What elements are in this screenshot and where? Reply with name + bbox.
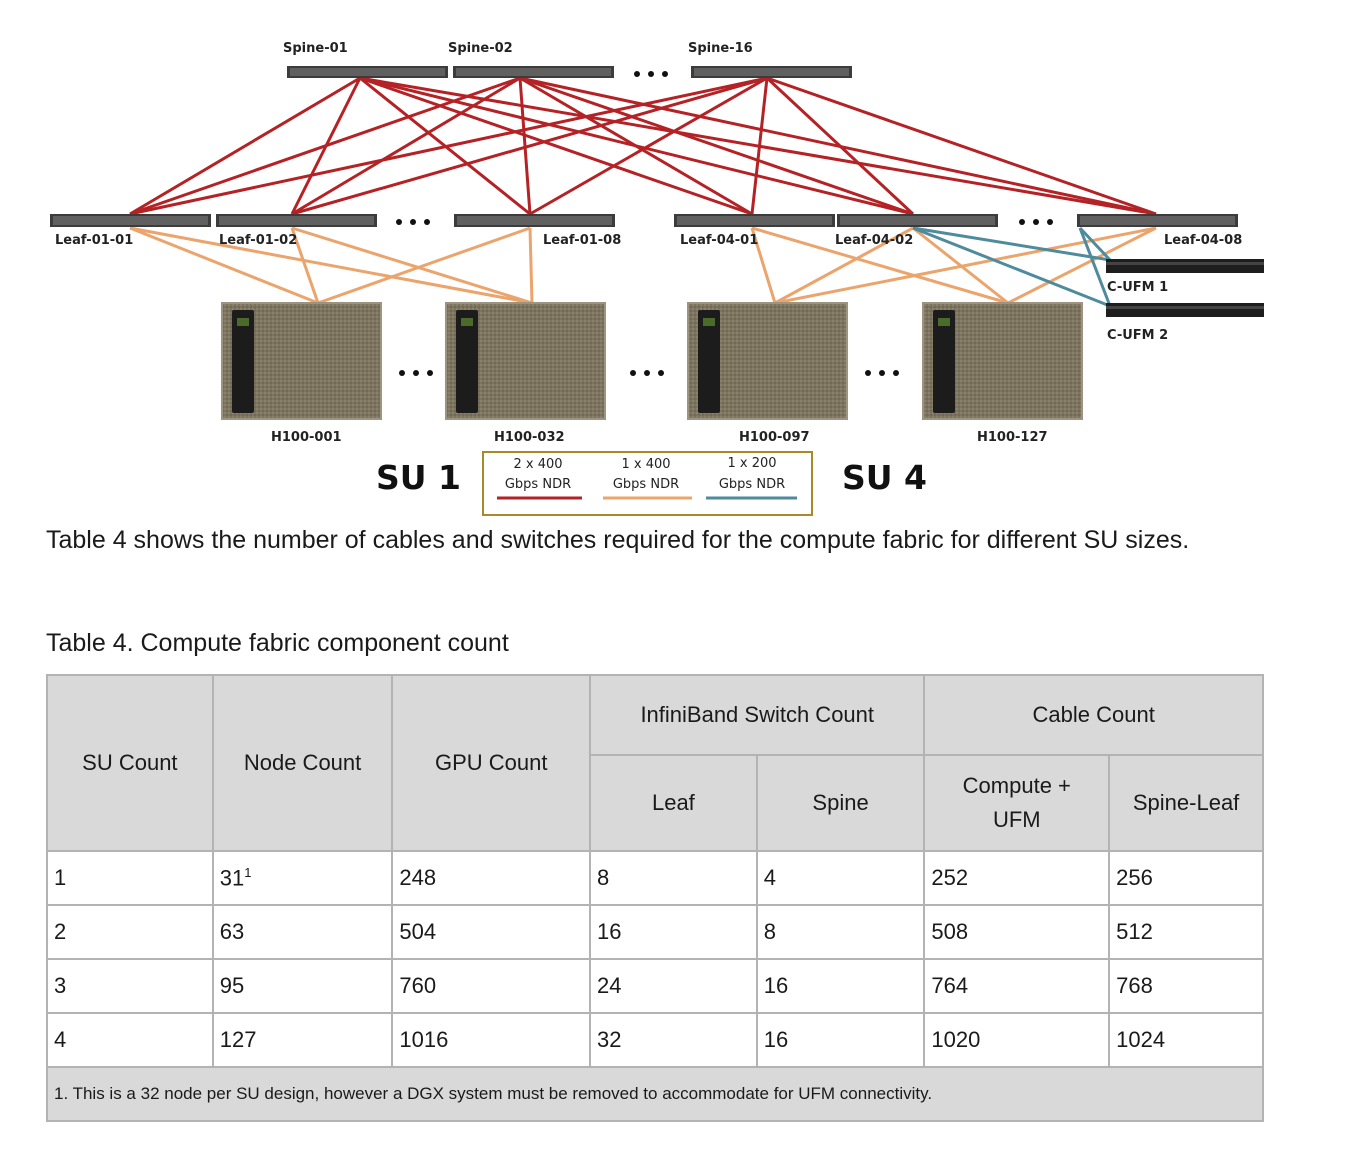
legend-line2: Gbps NDR bbox=[613, 477, 679, 492]
su-label: SU 1 bbox=[376, 458, 461, 497]
table-cell: 252 bbox=[923, 850, 1111, 906]
node-label: H100-127 bbox=[977, 430, 1048, 445]
table-cell: 95 bbox=[211, 958, 394, 1014]
legend-line1: 2 x 400 bbox=[513, 457, 562, 472]
node-count-value: 31 bbox=[219, 865, 245, 891]
dgx-nodes bbox=[221, 302, 1083, 420]
table-row: 1 311 248 8 4 252 256 bbox=[46, 850, 1264, 906]
table-cell: 2 bbox=[46, 904, 214, 960]
table-cell: 16 bbox=[589, 904, 758, 960]
leaf-label: Leaf-01-08 bbox=[543, 233, 621, 248]
table-cell: 504 bbox=[391, 904, 592, 960]
table-caption: Table 4. Compute fabric component count bbox=[46, 629, 509, 657]
table-cell: 311 bbox=[211, 850, 394, 906]
leaf-label: Leaf-04-02 bbox=[835, 233, 913, 248]
table-footnote: 1. This is a 32 node per SU design, howe… bbox=[46, 1066, 1264, 1122]
header-spine: Spine bbox=[755, 754, 926, 852]
table-cell: 768 bbox=[1108, 958, 1264, 1014]
node-label: H100-097 bbox=[739, 430, 810, 445]
spine-ellipsis bbox=[634, 71, 668, 77]
table-cell: 512 bbox=[1108, 904, 1264, 960]
link-legend: 2 x 400 Gbps NDR 1 x 400 Gbps NDR 1 x 20… bbox=[482, 451, 813, 516]
node-label: H100-001 bbox=[271, 430, 342, 445]
table-cell: 127 bbox=[211, 1012, 394, 1068]
legend-line1: 1 x 400 bbox=[621, 457, 670, 472]
header-infiniband-switch-count: InfiniBand Switch Count bbox=[589, 674, 926, 756]
header-compute-ufm-line1: Compute + bbox=[962, 773, 1071, 798]
table-cell: 32 bbox=[589, 1012, 758, 1068]
table-cell: 764 bbox=[923, 958, 1111, 1014]
node-label: H100-032 bbox=[494, 430, 565, 445]
header-spine-leaf: Spine-Leaf bbox=[1108, 754, 1264, 852]
table-row: 3 95 760 24 16 764 768 bbox=[46, 958, 1264, 1014]
table-cell: 24 bbox=[589, 958, 758, 1014]
leaf-label: Leaf-04-08 bbox=[1164, 233, 1242, 248]
leaf-switches bbox=[50, 214, 1238, 227]
leaf-ellipsis bbox=[396, 219, 1053, 225]
leaf-label: Leaf-01-02 bbox=[219, 233, 297, 248]
table-cell: 1 bbox=[46, 850, 214, 906]
network-topology-diagram: Spine-01 Spine-02 Spine-16 Leaf-01-01 Le… bbox=[50, 41, 1264, 516]
leaf-label: Leaf-01-01 bbox=[55, 233, 133, 248]
spine-label: Spine-01 bbox=[283, 41, 348, 56]
spine-label: Spine-16 bbox=[688, 41, 753, 56]
su-label: SU 4 bbox=[842, 458, 927, 497]
table-cell: 760 bbox=[391, 958, 592, 1014]
table-cell: 4 bbox=[755, 850, 926, 906]
legend-line2: Gbps NDR bbox=[719, 477, 785, 492]
header-compute-ufm: Compute + UFM bbox=[923, 754, 1111, 852]
table-cell: 16 bbox=[755, 1012, 926, 1068]
table-cell: 1020 bbox=[923, 1012, 1111, 1068]
table-cell: 16 bbox=[755, 958, 926, 1014]
component-count-table: SU Count Node Count GPU Count InfiniBand… bbox=[46, 674, 1264, 1122]
ufm-servers bbox=[1106, 259, 1264, 317]
leaf-label: Leaf-04-01 bbox=[680, 233, 758, 248]
legend-line2: Gbps NDR bbox=[505, 477, 571, 492]
spine-switches bbox=[287, 66, 852, 78]
table-cell: 63 bbox=[211, 904, 394, 960]
header-su-count: SU Count bbox=[46, 674, 214, 852]
header-leaf: Leaf bbox=[589, 754, 758, 852]
body-paragraph: Table 4 shows the number of cables and s… bbox=[46, 526, 1190, 554]
ufm-label: C-UFM 2 bbox=[1107, 328, 1168, 343]
footnote-marker: 1 bbox=[244, 864, 252, 880]
spine-leaf-links bbox=[129, 76, 1157, 216]
table-cell: 248 bbox=[391, 850, 592, 906]
legend-line1: 1 x 200 bbox=[727, 456, 776, 471]
node-ellipsis bbox=[399, 370, 899, 376]
leaf-ufm-links bbox=[912, 226, 1112, 308]
spine-label: Spine-02 bbox=[448, 41, 513, 56]
header-gpu-count: GPU Count bbox=[391, 674, 592, 852]
table-cell: 3 bbox=[46, 958, 214, 1014]
ufm-label: C-UFM 1 bbox=[1107, 280, 1168, 295]
header-cable-count: Cable Count bbox=[923, 674, 1264, 756]
table-row: 4 127 1016 32 16 1020 1024 bbox=[46, 1012, 1264, 1068]
table-cell: 4 bbox=[46, 1012, 214, 1068]
table-cell: 508 bbox=[923, 904, 1111, 960]
header-compute-ufm-line2: UFM bbox=[992, 807, 1041, 832]
table-cell: 256 bbox=[1108, 850, 1264, 906]
table-cell: 8 bbox=[589, 850, 758, 906]
table-row: 2 63 504 16 8 508 512 bbox=[46, 904, 1264, 960]
header-node-count: Node Count bbox=[211, 674, 394, 852]
table-cell: 8 bbox=[755, 904, 926, 960]
table-cell: 1016 bbox=[391, 1012, 592, 1068]
table-cell: 1024 bbox=[1108, 1012, 1264, 1068]
